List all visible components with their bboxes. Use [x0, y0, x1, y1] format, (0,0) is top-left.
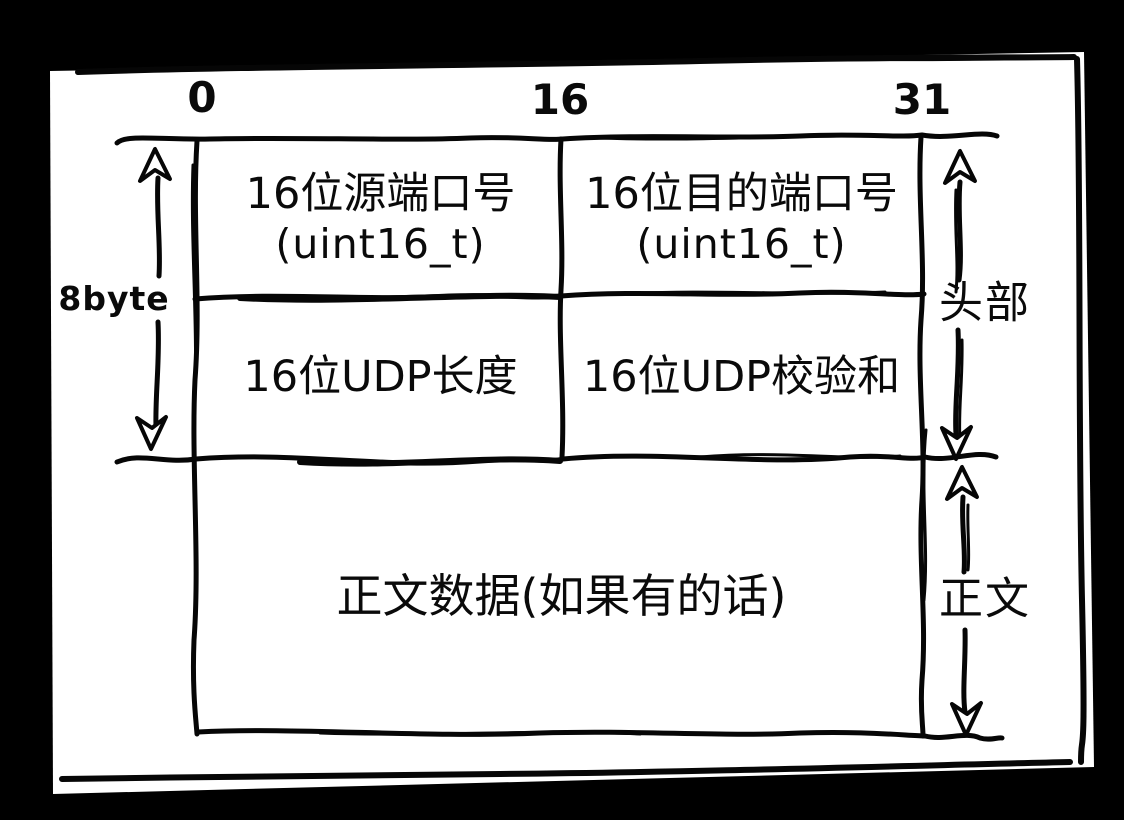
paper-sheet [50, 52, 1094, 794]
arrowhead-down-icon [135, 415, 168, 451]
bit-label-middle: 16 [530, 74, 590, 124]
size-label: 8byte [58, 279, 170, 319]
udp-checksum-name: 16位UDP校验和 [582, 352, 901, 403]
source-port-type: (uint16_t) [275, 220, 486, 269]
arrowhead-up-icon [943, 149, 977, 185]
table-column-divider [557, 136, 566, 460]
table-row-divider-2 [114, 451, 999, 466]
cell-dest-port: 16位目的端口号 (uint16_t) [563, 142, 920, 296]
size-arrow [135, 147, 172, 451]
cell-udp-checksum: 16位UDP校验和 [563, 300, 920, 455]
udp-length-name: 16位UDP长度 [243, 352, 518, 403]
arrowhead-down-icon [940, 425, 973, 461]
paper-border [59, 54, 1087, 782]
source-port-name: 16位源端口号 [245, 169, 516, 220]
body-extent-arrow [945, 465, 983, 737]
arrowhead-down-icon [950, 701, 983, 737]
udp-table-grid [114, 131, 1005, 742]
header-label: 头部 [939, 277, 1031, 329]
dest-port-name: 16位目的端口号 [585, 169, 898, 220]
arrowhead-up-icon [945, 465, 979, 501]
bit-label-end: 31 [892, 74, 952, 124]
cell-source-port: 16位源端口号 (uint16_t) [203, 142, 558, 296]
table-left-border [190, 138, 200, 737]
bit-label-start: 0 [187, 72, 217, 122]
arrowhead-up-icon [138, 147, 172, 183]
dest-port-type: (uint16_t) [636, 220, 847, 269]
body-data-name: 正文数据(如果有的话) [336, 568, 787, 623]
body-label: 正文 [939, 573, 1031, 625]
cell-body-data: 正文数据(如果有的话) [203, 462, 920, 730]
cell-udp-length: 16位UDP长度 [203, 300, 558, 455]
header-extent-arrow [940, 149, 977, 461]
